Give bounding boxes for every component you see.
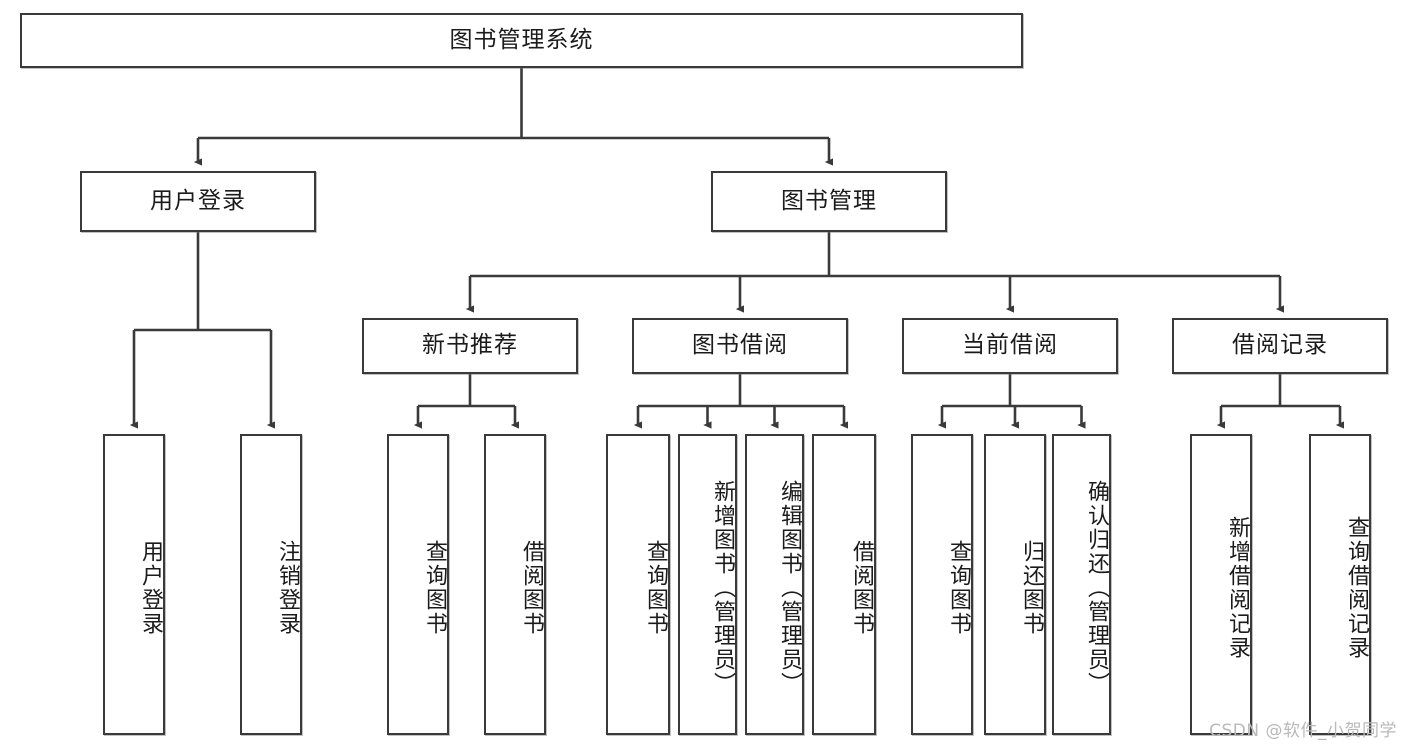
node-leaf-borrow-book[interactable]: 借阅图书 <box>812 434 876 735</box>
node-label: 借阅图书 <box>519 539 544 636</box>
node-leaf-cur-query-book[interactable]: 查询图书 <box>911 434 973 735</box>
node-user-login[interactable]: 用户登录 <box>80 171 316 232</box>
node-label: 当前借阅 <box>962 332 1058 359</box>
node-label: 新书推荐 <box>422 332 518 359</box>
node-label: 归还图书 <box>1019 539 1044 636</box>
node-leaf-add-borrow-record[interactable]: 新增借阅记录 <box>1190 434 1252 735</box>
node-label: 借阅图书 <box>849 539 874 636</box>
node-label: 用户登录 <box>138 539 163 636</box>
node-label: 新增图书（管理员） <box>710 479 735 696</box>
node-label: 注销登录 <box>275 539 300 636</box>
node-leaf-logout[interactable]: 注销登录 <box>240 434 302 735</box>
node-label: 查询图书 <box>643 539 668 636</box>
node-label: 查询图书 <box>946 539 971 636</box>
node-borrow-record[interactable]: 借阅记录 <box>1172 318 1388 374</box>
node-leaf-borrow-query-book[interactable]: 查询图书 <box>606 434 670 735</box>
node-current-borrow[interactable]: 当前借阅 <box>902 318 1118 374</box>
csdn-watermark: CSDN @软件_小贺同学 <box>1209 721 1397 741</box>
node-leaf-confirm-return-admin[interactable]: 确认归还（管理员） <box>1052 434 1111 735</box>
node-label: 图书管理 <box>781 187 877 214</box>
node-label: 借阅记录 <box>1232 332 1328 359</box>
node-label: 确认归还（管理员） <box>1084 479 1109 696</box>
node-leaf-user-login[interactable]: 用户登录 <box>103 434 165 735</box>
node-leaf-rec-borrow-book[interactable]: 借阅图书 <box>484 434 546 735</box>
node-root[interactable]: 图书管理系统 <box>20 13 1023 68</box>
node-label: 编辑图书（管理员） <box>777 479 802 696</box>
node-label: 新增借阅记录 <box>1225 515 1250 660</box>
node-book-manage[interactable]: 图书管理 <box>711 171 947 232</box>
node-new-book-recommend[interactable]: 新书推荐 <box>362 318 578 374</box>
node-leaf-return-book[interactable]: 归还图书 <box>984 434 1046 735</box>
node-leaf-add-book-admin[interactable]: 新增图书（管理员） <box>678 434 737 735</box>
node-label: 用户登录 <box>150 187 246 214</box>
node-leaf-rec-query-book[interactable]: 查询图书 <box>387 434 449 735</box>
node-label: 图书管理系统 <box>449 26 594 53</box>
node-label: 图书借阅 <box>692 332 788 359</box>
node-leaf-query-borrow-record[interactable]: 查询借阅记录 <box>1309 434 1371 735</box>
node-leaf-edit-book-admin[interactable]: 编辑图书（管理员） <box>745 434 804 735</box>
node-label: 查询图书 <box>422 539 447 636</box>
node-book-borrow[interactable]: 图书借阅 <box>632 318 848 374</box>
node-label: 查询借阅记录 <box>1344 515 1369 660</box>
